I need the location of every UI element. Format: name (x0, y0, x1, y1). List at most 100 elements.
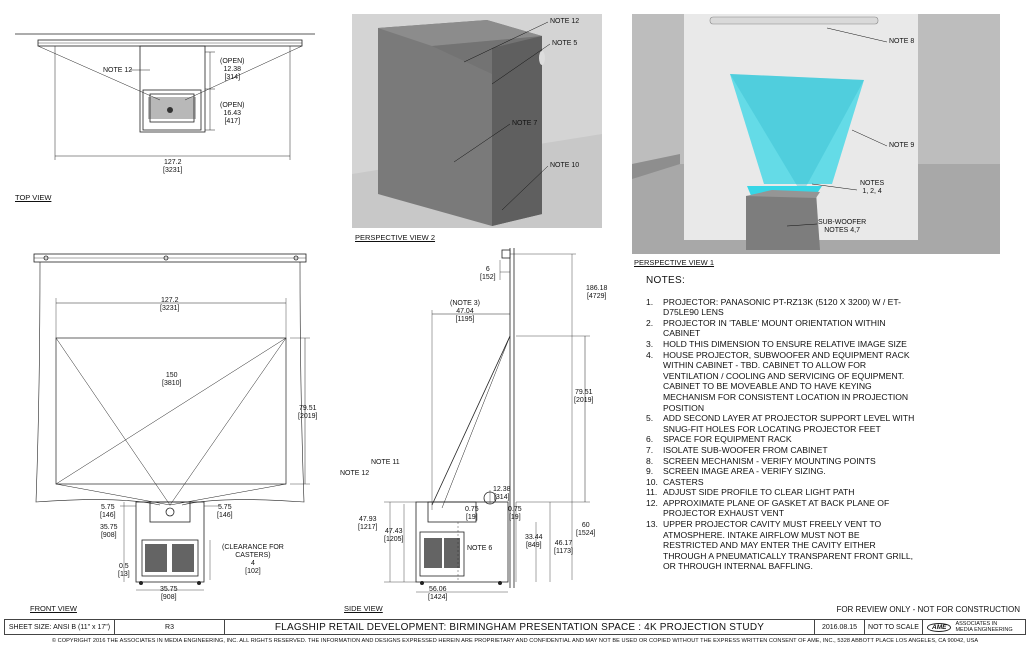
side-view-title: SIDE VIEW (344, 604, 383, 613)
note-number: 12. (646, 497, 658, 508)
side-six-dim: 6[152] (480, 266, 496, 281)
side-dim-b: 0.75[19] (465, 506, 479, 521)
p2-note5: NOTE 5 (552, 40, 578, 47)
perspective-view-2-title: PERSPECTIVE VIEW 2 (355, 233, 436, 242)
drawing-title: FLAGSHIP RETAIL DEVELOPMENT: BIRMINGHAM … (225, 620, 815, 634)
side-note6: NOTE 6 (467, 545, 493, 552)
note-number: 9. (646, 466, 654, 477)
front-dim-c: 35.75[908] (100, 524, 118, 539)
note-text: PROJECTOR IN 'TABLE' MOUNT ORIENTATION W… (663, 317, 886, 339)
note-text: APPROXIMATE PLANE OF GASKET AT BACK PLAN… (663, 497, 890, 519)
front-dim-d: 0.5[13] (118, 563, 130, 578)
drawing-scale: NOT TO SCALE (865, 620, 923, 634)
p2-note7: NOTE 7 (512, 120, 538, 127)
note-text: CASTERS (663, 476, 704, 487)
note-text: SCREEN MECHANISM - VERIFY MOUNTING POINT… (663, 455, 876, 466)
note-item: 7. ISOLATE SUB-WOOFER FROM CABINET (646, 445, 916, 456)
note-number: 7. (646, 444, 654, 455)
note-item: 3. HOLD THIS DIMENSION TO ENSURE RELATIVE… (646, 339, 916, 350)
note-number: 6. (646, 434, 654, 445)
title-block: SHEET SIZE: ANSI B (11" x 17") R3 FLAGSH… (4, 619, 1026, 635)
sheet-size: SHEET SIZE: ANSI B (11" x 17") (5, 620, 115, 634)
notes-list: 1. PROJECTOR: PANASONIC PT-RZ13K (5120 X … (646, 297, 916, 572)
note-number: 10. (646, 476, 658, 487)
drawing-date: 2016.08.15 (815, 620, 865, 634)
notes-panel: NOTES: 1. PROJECTOR: PANASONIC PT-RZ13K (… (646, 275, 916, 572)
company-line-1: ASSOCIATES IN (955, 621, 998, 627)
note-item: 4. HOUSE PROJECTOR, SUBWOOFER AND EQUIPME… (646, 350, 916, 414)
top-view-title: TOP VIEW (15, 193, 52, 202)
note-item: 8. SCREEN MECHANISM - VERIFY MOUNTING POI… (646, 456, 916, 467)
front-dim-e: 35.75[908] (160, 586, 178, 601)
perspective-view-1-leaders (786, 27, 888, 227)
note-number: 8. (646, 455, 654, 466)
note-text: ADJUST SIDE PROFILE TO CLEAR LIGHT PATH (663, 487, 855, 498)
note-item: 13. UPPER PROJECTOR CAVITY MUST FREELY VE… (646, 519, 916, 572)
note-item: 12. APPROXIMATE PLANE OF GASKET AT BACK P… (646, 498, 916, 519)
front-dim-a: 5.75[146] (100, 504, 116, 519)
front-view-drawing (33, 253, 310, 591)
note-number: 5. (646, 413, 654, 424)
top-open1-label: (OPEN)12.38[314] (220, 58, 245, 81)
note-item: 2. PROJECTOR IN 'TABLE' MOUNT ORIENTATION… (646, 318, 916, 339)
note-item: 10. CASTERS (646, 477, 916, 488)
p1-note8: NOTE 8 (889, 38, 915, 45)
company-line-2: MEDIA ENGINEERING (955, 627, 1013, 633)
perspective-view-1-render (632, 14, 1000, 254)
note-text: ADD SECOND LAYER AT PROJECTOR SUPPORT LE… (663, 413, 915, 434)
note-text: SPACE FOR EQUIPMENT RACK (663, 434, 792, 445)
note-item: 6. SPACE FOR EQUIPMENT RACK (646, 434, 916, 445)
p1-note9: NOTE 9 (889, 142, 915, 149)
top-width-dim: 127.2[3231] (163, 159, 183, 174)
note-text: ISOLATE SUB-WOOFER FROM CABINET (663, 444, 828, 455)
perspective-view-2-render (352, 14, 602, 228)
perspective-view-1-title: PERSPECTIVE VIEW 1 (634, 258, 715, 267)
front-width-dim: 127.2[3231] (160, 297, 180, 312)
note-text: PROJECTOR: PANASONIC PT-RZ13K (5120 X 32… (663, 296, 901, 318)
note-number: 3. (646, 338, 654, 349)
note-number: 11. (646, 487, 658, 498)
perspective-view-2-leaders (453, 21, 551, 211)
side-dim-f: 33.44[849] (525, 534, 543, 549)
side-dim-60: 60[1524] (576, 522, 596, 537)
note-text: SCREEN IMAGE AREA - VERIFY SIZING. (663, 466, 826, 477)
ame-logo-icon: AME (927, 622, 952, 632)
note-item: 1. PROJECTOR: PANASONIC PT-RZ13K (5120 X … (646, 297, 916, 318)
note-number: 13. (646, 519, 658, 530)
note-text: HOUSE PROJECTOR, SUBWOOFER AND EQUIPMENT… (663, 349, 910, 413)
side-dim-g: 46.17[1173] (554, 540, 573, 555)
top-open2-label: (OPEN)16.43[417] (220, 102, 245, 125)
top-note12-label: NOTE 12 (103, 67, 133, 74)
side-dim-d: 47.93[1217] (358, 516, 378, 531)
company-logo-block: AME ASSOCIATES IN MEDIA ENGINEERING (923, 620, 1025, 634)
note-text: UPPER PROJECTOR CAVITY MUST FREELY VENT … (663, 519, 914, 572)
top-view-drawing (15, 33, 315, 160)
side-note3-dim: (NOTE 3)47.04[1195] (450, 300, 480, 323)
side-width-dim: 56.06[1424] (428, 586, 448, 601)
notes-heading: NOTES: (646, 275, 686, 286)
note-number: 4. (646, 349, 654, 360)
note-item: 11. ADJUST SIDE PROFILE TO CLEAR LIGHT PA… (646, 487, 916, 498)
p2-note10: NOTE 10 (550, 162, 580, 169)
side-dim-c: 0.75[19] (508, 506, 522, 521)
side-dim-e: 47.43[1205] (384, 528, 404, 543)
side-dim-a: 12.38[314] (493, 486, 511, 501)
front-view-title: FRONT VIEW (30, 604, 77, 613)
note-number: 2. (646, 317, 654, 328)
revision: R3 (115, 620, 225, 634)
side-note11: NOTE 11 (371, 459, 400, 466)
side-note12: NOTE 12 (340, 470, 370, 477)
review-banner: FOR REVIEW ONLY - NOT FOR CONSTRUCTION (836, 605, 1020, 614)
side-79-dim: 79.51[2019] (574, 389, 594, 404)
copyright-line: © COPYRIGHT 2016 THE ASSOCIATES IN MEDIA… (51, 638, 979, 644)
front-dim-b: 5.75[146] (217, 504, 233, 519)
note-number: 1. (646, 296, 654, 307)
note-text: HOLD THIS DIMENSION TO ENSURE RELATIVE I… (663, 338, 907, 349)
front-height-dim: 79.51[2019] (298, 405, 318, 420)
side-view-drawing (384, 248, 590, 593)
front-diag-dim: 150[3810] (162, 372, 182, 387)
side-186-dim: 186.18[4729] (586, 285, 608, 300)
